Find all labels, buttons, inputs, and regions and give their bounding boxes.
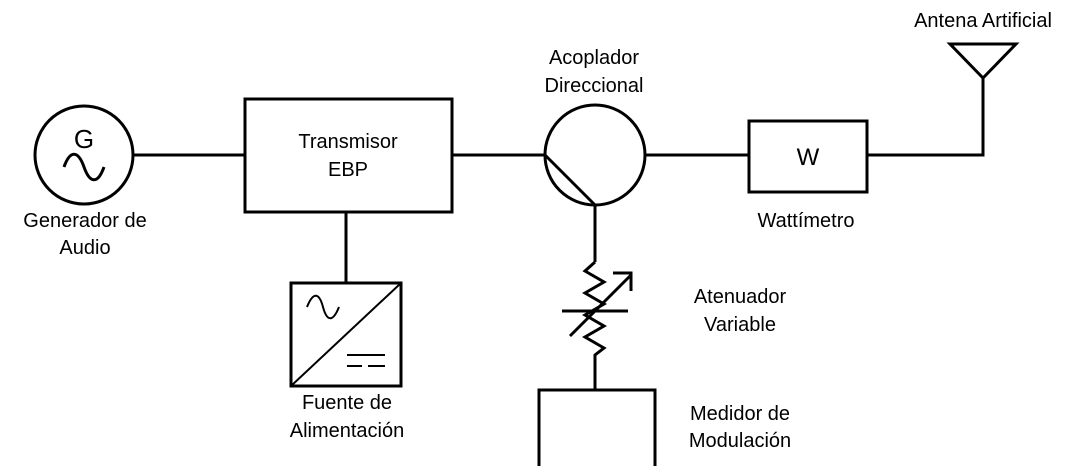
artificial-antenna: Antena Artificial bbox=[914, 10, 1052, 81]
transmitter-label-line1: Transmisor bbox=[298, 131, 398, 153]
audio-generator: G Generador de Audio bbox=[23, 104, 147, 259]
variable-attenuator: Atenuador Variable bbox=[562, 260, 787, 363]
power-supply: Fuente de Alimentación bbox=[289, 281, 405, 442]
transmitter-box bbox=[243, 97, 454, 214]
transmitter: Transmisor EBP bbox=[243, 97, 454, 214]
wattmeter-box bbox=[747, 119, 869, 194]
modulation-meter-label-line2: Modulación bbox=[689, 430, 791, 452]
wattmeter-label: Wattímetro bbox=[757, 210, 854, 232]
variable-arrow-head bbox=[613, 271, 633, 291]
modulation-meter-box bbox=[537, 388, 657, 466]
power-supply-box bbox=[289, 281, 403, 388]
wires bbox=[134, 78, 985, 390]
generator-label-line1: Generador de bbox=[23, 210, 146, 232]
coupler-label-line2: Direccional bbox=[545, 75, 644, 97]
wire-wattmeter-antenna bbox=[867, 78, 985, 157]
attenuator-label-line1: Atenuador bbox=[694, 286, 787, 308]
converter-diagonal bbox=[290, 282, 402, 387]
resistor-zigzag-icon bbox=[582, 260, 607, 363]
modulation-meter: Medidor de Modulación bbox=[537, 388, 791, 466]
wattmeter-letter: W bbox=[797, 144, 820, 171]
variable-arrow-shaft bbox=[568, 273, 633, 338]
attenuator-label-line2: Variable bbox=[704, 314, 776, 336]
transmitter-label-line2: EBP bbox=[328, 159, 368, 181]
power-supply-label-line1: Fuente de bbox=[302, 392, 392, 414]
power-supply-label-line2: Alimentación bbox=[290, 420, 405, 442]
wattmeter: W Wattímetro bbox=[747, 119, 869, 232]
directional-coupler: Acoplador Direccional bbox=[543, 47, 647, 207]
generator-label-line2: Audio bbox=[59, 237, 110, 259]
modulation-meter-label-line1: Medidor de bbox=[690, 403, 790, 425]
antenna-icon bbox=[946, 42, 1020, 81]
antenna-label: Antena Artificial bbox=[914, 10, 1052, 32]
sine-wave-icon bbox=[62, 152, 106, 182]
coupler-diagonal bbox=[543, 153, 597, 207]
ac-sine-icon bbox=[306, 294, 340, 320]
generator-letter: G bbox=[74, 124, 94, 154]
coupler-symbol bbox=[543, 103, 647, 207]
coupler-label-line1: Acoplador bbox=[549, 47, 639, 69]
generator-symbol bbox=[33, 104, 135, 206]
